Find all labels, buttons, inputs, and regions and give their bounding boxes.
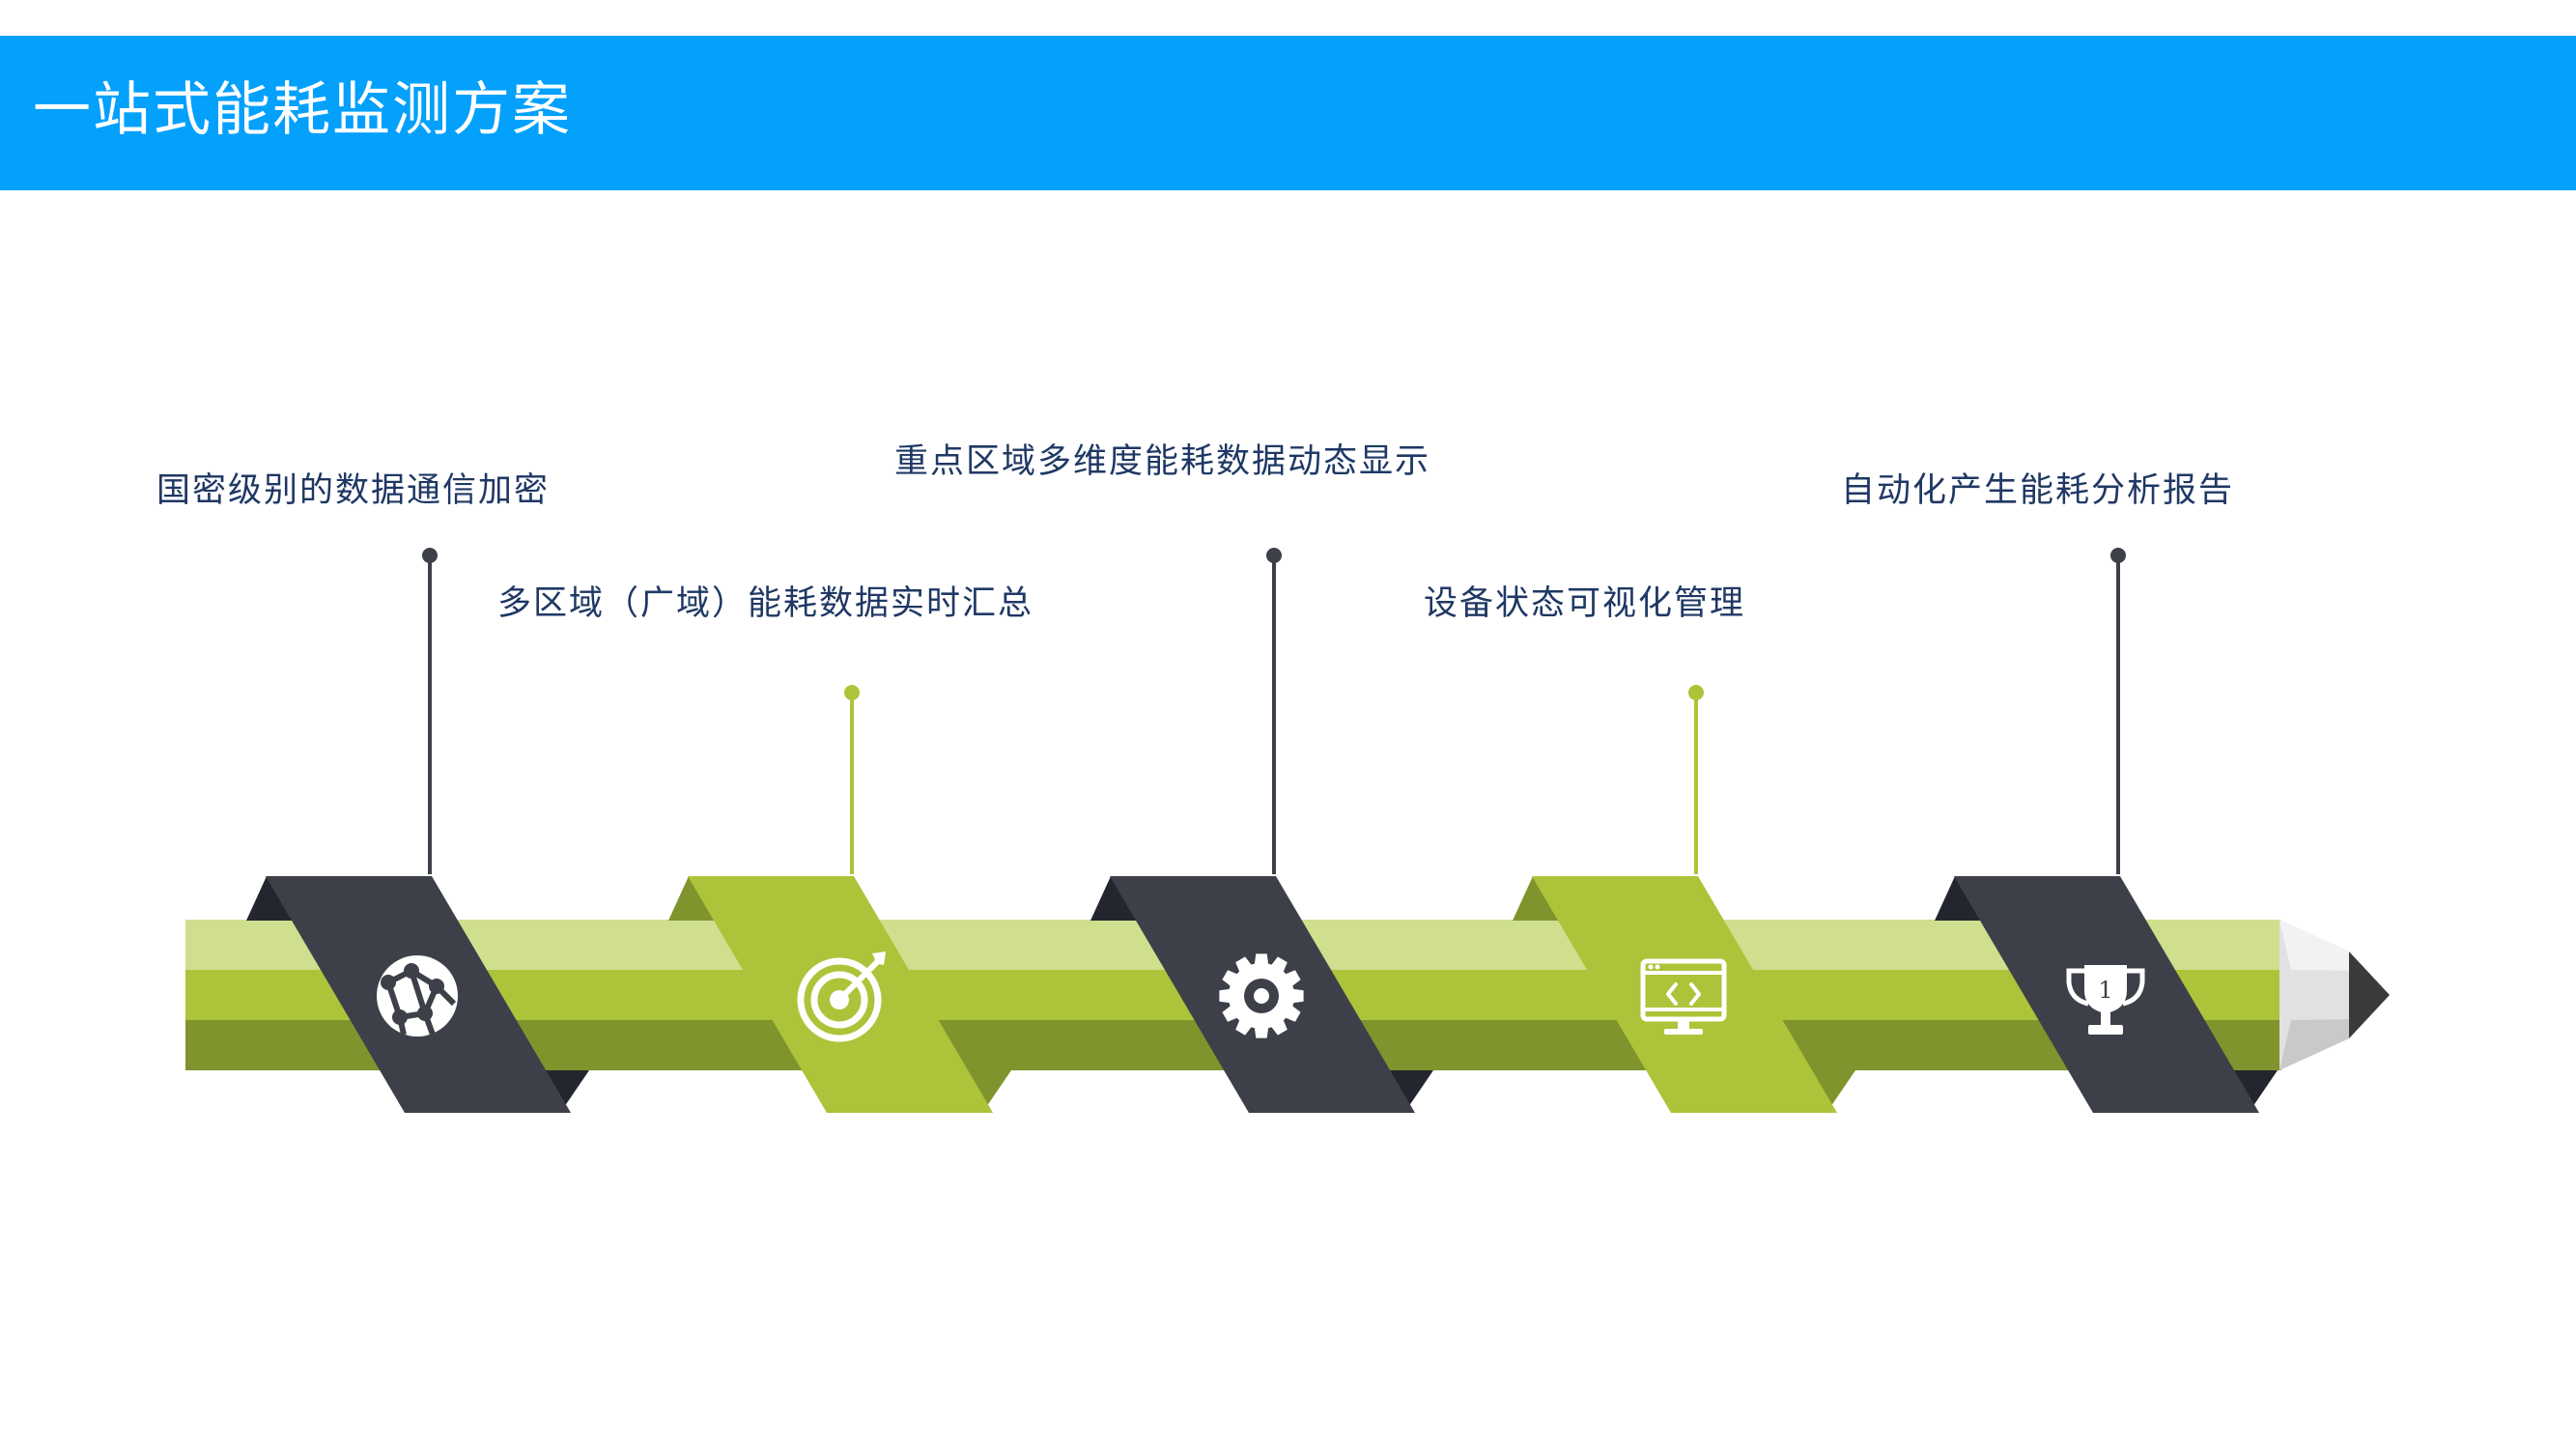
header-bar — [0, 36, 2576, 190]
pencil-tip — [2279, 920, 2390, 1070]
wrap-band-4 — [1513, 876, 1855, 1113]
trophy-rank-text: 1 — [2098, 977, 2112, 1004]
step-label-5: 自动化产生能耗分析报告 — [1841, 471, 2235, 510]
pencil-tip-lead — [2349, 952, 2390, 1038]
stem-dot — [1266, 548, 1282, 563]
target-icon — [797, 952, 886, 1042]
step-label-3: 重点区域多维度能耗数据动态显示 — [894, 442, 1431, 481]
pencil-tip-shade-bottom — [2279, 1019, 2366, 1070]
connector-stem-3 — [1266, 548, 1282, 874]
connector-stem-4 — [1688, 685, 1704, 874]
step-label-2: 多区域（广域）能耗数据实时汇总 — [497, 584, 1034, 623]
trophy-icon: 1 — [2066, 965, 2145, 1035]
connector-stem-1 — [422, 548, 438, 874]
monitor-code-icon — [1640, 958, 1727, 1035]
stem-dot — [2110, 548, 2126, 563]
band-face — [1532, 876, 1837, 1113]
step-label-1: 国密级别的数据通信加密 — [156, 471, 551, 510]
stem-dot — [1688, 685, 1704, 700]
step-label-4: 设备状态可视化管理 — [1424, 584, 1746, 623]
stem-dot — [422, 548, 438, 563]
gear-icon — [1219, 953, 1304, 1038]
connector-stem-5 — [2110, 548, 2126, 874]
pencil-tip-shade-top — [2279, 920, 2366, 971]
page-title: 一站式能耗监测方案 — [33, 76, 572, 144]
stem-dot — [844, 685, 860, 700]
globe-network-icon — [377, 955, 458, 1037]
connector-stem-2 — [844, 685, 860, 874]
